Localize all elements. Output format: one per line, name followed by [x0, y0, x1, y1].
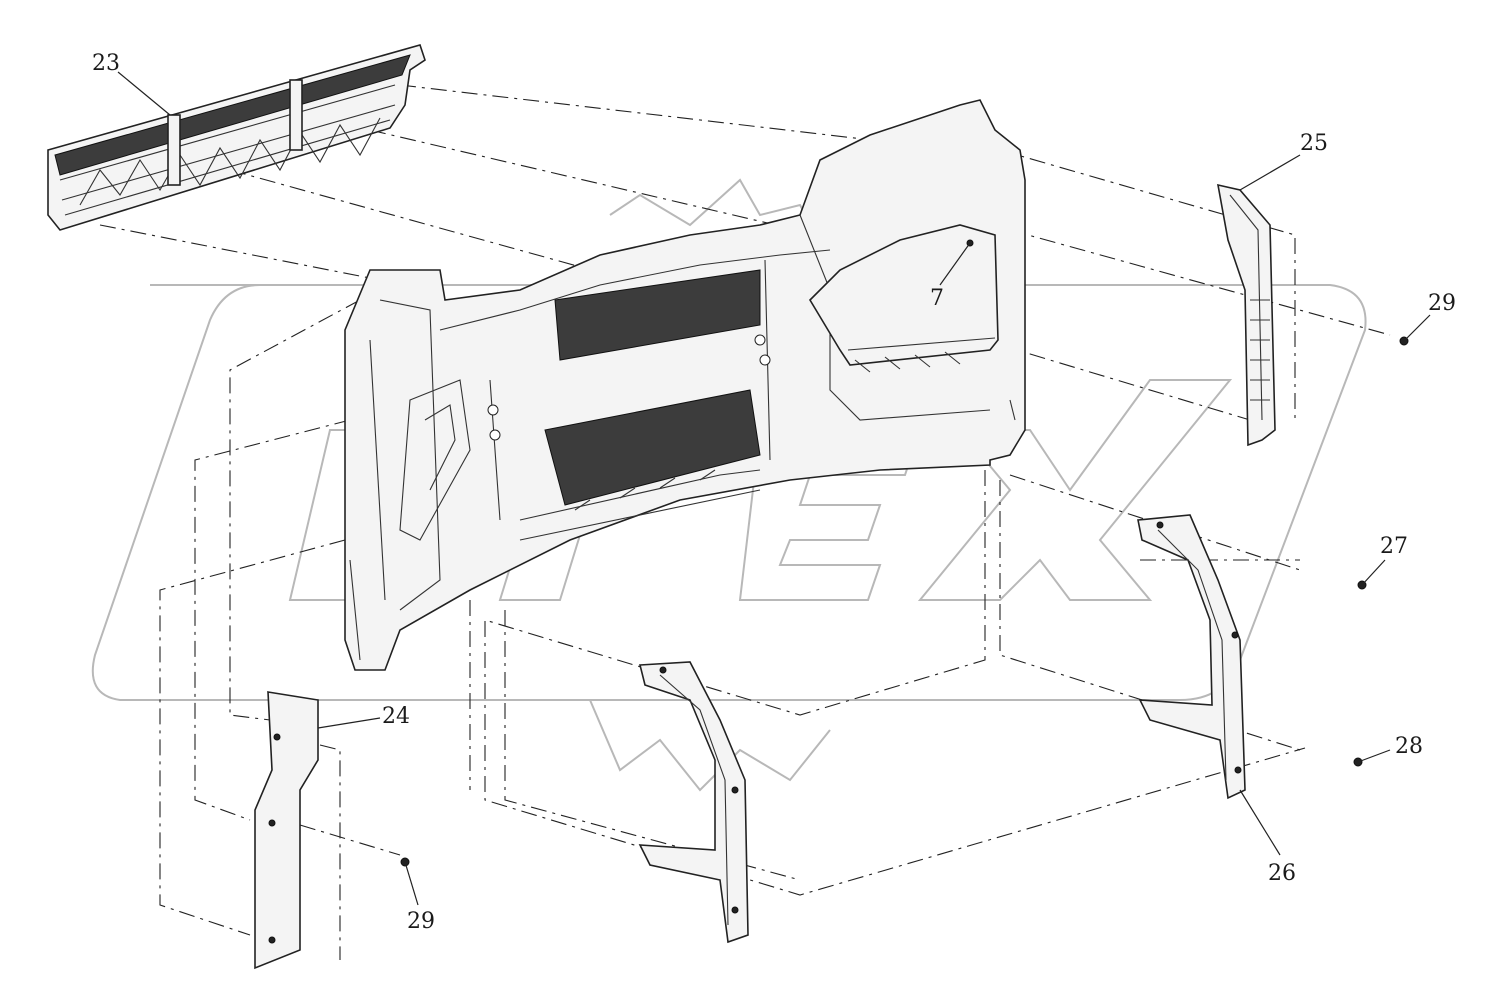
callout-29-left: 29 [407, 909, 435, 934]
callout-29-right: 29 [1428, 291, 1456, 316]
main-front-structure [344, 99, 1026, 671]
callout-24: 24 [382, 704, 410, 729]
watermark [91, 178, 1367, 792]
part-24-left-shield [254, 691, 319, 970]
part-23-upper-panel [47, 44, 426, 231]
part-26-bracket-left [638, 661, 749, 944]
part-26-bracket-right [1137, 514, 1246, 800]
callout-28: 28 [1395, 734, 1423, 759]
leader-lines [117, 71, 1431, 906]
callout-25: 25 [1300, 131, 1328, 156]
callout-26: 26 [1268, 861, 1296, 886]
callout-labels: 23 25 7 29 27 28 24 29 26 [92, 51, 1456, 934]
part-25-side-trim [1216, 183, 1276, 447]
callout-7: 7 [930, 286, 944, 311]
callout-23: 23 [92, 51, 120, 76]
callout-27: 27 [1380, 534, 1408, 559]
